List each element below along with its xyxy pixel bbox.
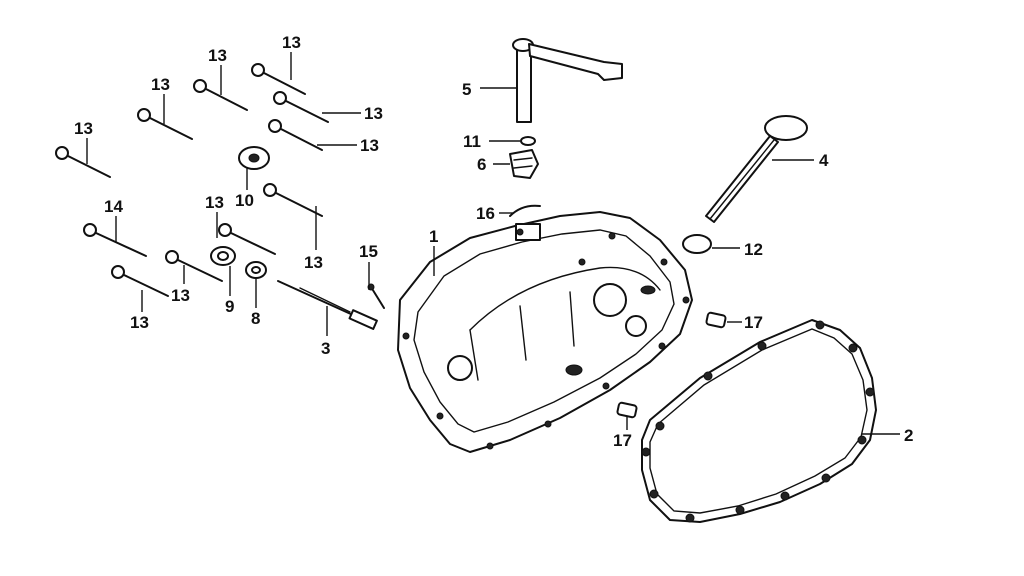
part-16-clip <box>509 204 541 217</box>
label-14: 14 <box>104 197 123 216</box>
label-17: 17 <box>744 313 763 332</box>
label-13: 13 <box>171 286 190 305</box>
label-9: 9 <box>225 297 234 316</box>
part-3-shaft <box>277 280 378 330</box>
part-11-ring <box>520 136 536 146</box>
part-4-dipstick <box>705 115 808 223</box>
part-15-pin <box>367 283 385 309</box>
label-11: 11 <box>463 132 481 151</box>
bolt <box>83 223 147 257</box>
label-2: 2 <box>904 426 913 445</box>
part-6-spring <box>509 149 539 179</box>
label-13: 13 <box>304 253 323 272</box>
part-17-dowel-lower <box>616 401 638 419</box>
label-13: 13 <box>364 104 383 123</box>
label-12: 12 <box>744 240 763 259</box>
bolt <box>273 91 329 123</box>
label-16: 16 <box>476 204 495 223</box>
callout-labels: 13 13 13 13 13 13 10 13 13 14 13 13 9 8 … <box>74 33 913 450</box>
part-1-cover <box>397 211 693 453</box>
label-4: 4 <box>819 151 829 170</box>
part-17-dowel <box>705 311 727 329</box>
part-8-washer <box>245 261 267 279</box>
label-8: 8 <box>251 309 260 328</box>
bolt <box>263 183 323 217</box>
label-13: 13 <box>130 313 149 332</box>
bolt <box>111 265 169 297</box>
part-2-gasket <box>641 319 877 523</box>
bolt <box>193 79 248 111</box>
bolt <box>268 119 323 151</box>
bolt <box>55 146 111 178</box>
label-3: 3 <box>321 339 330 358</box>
part-10-cam <box>238 146 270 170</box>
bolt <box>251 63 306 95</box>
label-17: 17 <box>613 431 632 450</box>
label-13: 13 <box>360 136 379 155</box>
label-15: 15 <box>359 242 378 261</box>
label-1: 1 <box>429 227 438 246</box>
label-6: 6 <box>477 155 486 174</box>
label-10: 10 <box>235 191 254 210</box>
label-5: 5 <box>462 80 471 99</box>
part-12-oring <box>682 234 712 254</box>
bolt <box>137 108 193 140</box>
bolt <box>165 250 223 282</box>
label-13: 13 <box>205 193 224 212</box>
part-5-lever <box>512 38 623 123</box>
bolt-group <box>55 63 329 297</box>
label-13: 13 <box>74 119 93 138</box>
leader-lines <box>86 52 900 435</box>
part-9-seal <box>210 246 236 266</box>
label-13: 13 <box>151 75 170 94</box>
label-13: 13 <box>282 33 301 52</box>
bolt <box>218 223 276 255</box>
label-13: 13 <box>208 46 227 65</box>
